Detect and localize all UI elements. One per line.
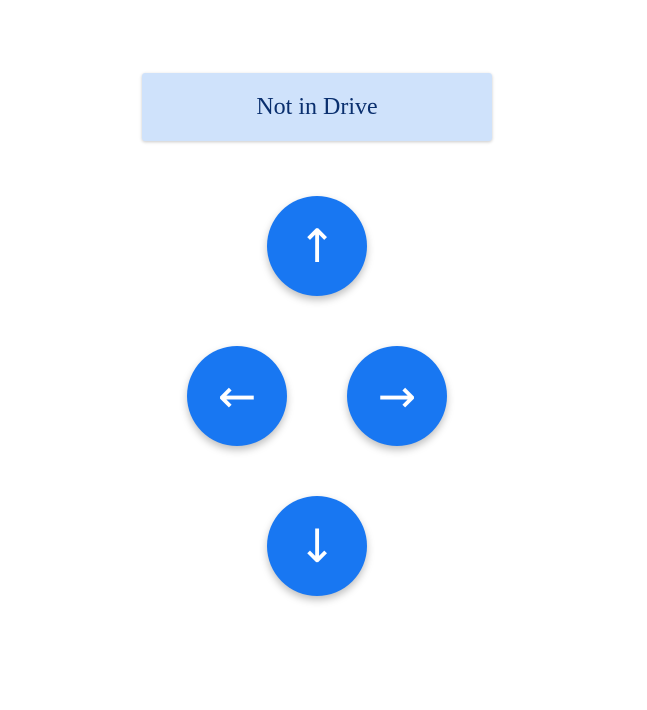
up-button[interactable]: ↑ (267, 196, 367, 296)
arrow-right-icon: → (377, 369, 417, 423)
left-button[interactable]: ← (187, 346, 287, 446)
drive-status-text: Not in Drive (256, 93, 378, 120)
down-button[interactable]: ↓ (267, 496, 367, 596)
drive-status-banner: Not in Drive (142, 73, 492, 141)
arrow-up-icon: ↑ (297, 219, 337, 273)
arrow-down-icon: ↓ (297, 519, 337, 573)
arrow-left-icon: ← (217, 369, 257, 423)
right-button[interactable]: → (347, 346, 447, 446)
